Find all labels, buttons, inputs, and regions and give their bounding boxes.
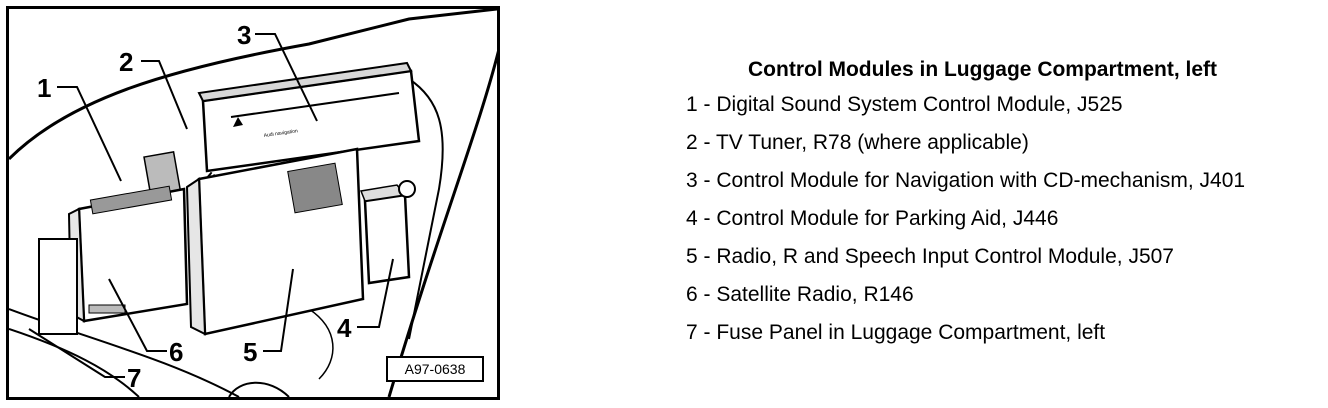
- callout-2: 2: [119, 47, 133, 77]
- radio-module: [185, 147, 365, 336]
- module-bracket: [88, 304, 126, 314]
- legend-text: Radio, R and Speech Input Control Module…: [716, 245, 1174, 268]
- trunk-outline: [9, 9, 497, 161]
- floor-opening: [228, 381, 290, 397]
- callout-5: 5: [243, 337, 257, 367]
- legend-text: Fuse Panel in Luggage Compartment, left: [716, 321, 1106, 344]
- legend-sep: -: [697, 245, 717, 268]
- legend: Control Modules in Luggage Compartment, …: [686, 56, 1326, 352]
- legend-item-1: 1 - Digital Sound System Control Module,…: [686, 86, 1326, 124]
- wheel-arch: [408, 78, 444, 340]
- leader-4: [357, 258, 394, 328]
- legend-num: 2: [686, 131, 698, 154]
- legend-list: 1 - Digital Sound System Control Module,…: [686, 86, 1326, 352]
- figure-id: A97-0638: [405, 361, 466, 377]
- legend-sep: -: [697, 169, 717, 192]
- legend-text: Digital Sound System Control Module, J52…: [716, 93, 1123, 116]
- legend-num: 1: [686, 93, 698, 116]
- legend-sep: -: [697, 131, 716, 154]
- rim-curve: [308, 308, 334, 380]
- callout-4: 4: [337, 313, 352, 343]
- legend-item-2: 2 - TV Tuner, R78 (where applicable): [686, 124, 1326, 162]
- legend-item-3: 3 - Control Module for Navigation with C…: [686, 162, 1326, 200]
- leader-3: [255, 33, 318, 122]
- radio-vent: [287, 162, 343, 214]
- legend-sep: -: [697, 207, 717, 230]
- parking-aid-connector: [398, 180, 416, 198]
- sound-system-module: [38, 185, 189, 335]
- legend-text: Control Module for Parking Aid, J446: [716, 207, 1059, 230]
- callout-7: 7: [127, 363, 141, 393]
- trunk-side-panel: [387, 50, 497, 397]
- callout-3: 3: [237, 20, 251, 50]
- satellite-radio: [38, 238, 78, 335]
- figure-id-box: [386, 356, 484, 382]
- leader-2: [141, 60, 188, 130]
- legend-num: 4: [686, 207, 698, 230]
- callout-6: 6: [169, 337, 183, 367]
- legend-item-5: 5 - Radio, R and Speech Input Control Mo…: [686, 238, 1326, 276]
- legend-item-6: 6 - Satellite Radio, R146: [686, 276, 1326, 314]
- leader-5: [263, 268, 294, 352]
- callout-1: 1: [37, 73, 51, 103]
- illustration-svg: Audi navigation: [9, 9, 497, 397]
- legend-num: 6: [686, 283, 698, 306]
- legend-text: Control Module for Navigation with CD-me…: [716, 169, 1246, 192]
- component-illustration: Audi navigation: [6, 6, 500, 400]
- legend-num: 3: [686, 169, 698, 192]
- navigation-module: Audi navigation: [197, 61, 421, 173]
- legend-text: Satellite Radio, R146: [716, 283, 914, 306]
- legend-sep: -: [697, 93, 717, 116]
- legend-sep: -: [697, 283, 717, 306]
- parking-aid-module: [359, 180, 416, 285]
- leader-1: [57, 86, 122, 182]
- legend-item-4: 4 - Control Module for Parking Aid, J446: [686, 200, 1326, 238]
- legend-num: 5: [686, 245, 698, 268]
- fuse-panel-edge: [9, 328, 140, 397]
- legend-text: TV Tuner, R78 (where applicable): [715, 131, 1029, 154]
- eject-icon: [233, 117, 243, 127]
- legend-sep: -: [697, 321, 717, 344]
- legend-num: 7: [686, 321, 698, 344]
- leader-6: [108, 278, 167, 352]
- device-marking: Audi navigation: [263, 128, 298, 139]
- leader-7: [28, 328, 125, 378]
- legend-title: Control Modules in Luggage Compartment, …: [748, 58, 1217, 81]
- connector-strip: [89, 185, 173, 215]
- legend-item-7: 7 - Fuse Panel in Luggage Compartment, l…: [686, 314, 1326, 352]
